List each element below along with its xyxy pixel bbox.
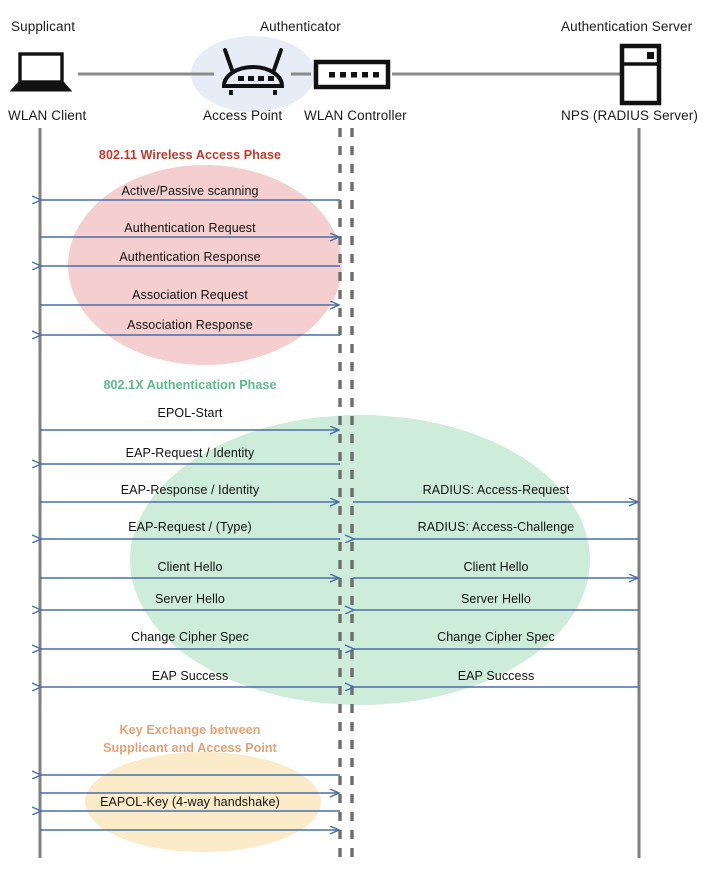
access-point-icon [221,48,285,95]
role-label-auth-server: Authentication Server [561,19,693,34]
phase-label-key-exchange-line2: Supplicant and Access Point [103,741,277,755]
message-label: RADIUS: Access-Challenge [417,520,575,534]
message-label: Authentication Request [124,221,256,235]
message-label: Association Response [127,318,253,332]
message-label: EAP-Request / Identity [125,446,255,460]
device-label-access-point: Access Point [203,108,283,123]
message-label: RADIUS: Access-Request [422,483,570,497]
message-label: Association Request [132,288,248,302]
message-label: Change Cipher Spec [437,630,555,644]
message-label: Authentication Response [119,250,261,264]
message-label: EPOL-Start [157,406,223,420]
message-label: EAP Success [151,669,229,683]
phase-label-dot1x: 802.1X Authentication Phase [103,378,277,392]
authenticator-ellipse [191,36,315,112]
message-label: Active/Passive scanning [121,184,259,198]
message-label: Client Hello [157,560,223,574]
phase-label-wireless-access: 802.11 Wireless Access Phase [98,148,282,162]
laptop-icon [9,52,73,92]
message-label: EAP Success [457,669,535,683]
message-label: Change Cipher Spec [131,630,249,644]
message-label: EAPOL-Key (4-way handshake) [100,795,280,809]
ellipse-dot1x-phase [130,415,590,705]
phase-label-key-exchange-line1: Key Exchange between [119,723,261,737]
message-label: Server Hello [155,592,225,606]
message-label: EAP-Request / (Type) [128,520,252,534]
message-label: Server Hello [461,592,531,606]
role-label-authenticator: Authenticator [260,19,341,34]
message-label: EAP-Response / Identity [120,483,260,497]
device-label-wlan-client: WLAN Client [8,108,87,123]
device-label-nps: NPS (RADIUS Server) [561,108,698,123]
server-icon [619,43,662,106]
ellipse-key-exchange [85,752,321,852]
role-label-supplicant: Supplicant [11,19,76,34]
wlan-controller-icon [313,59,391,90]
ellipse-wireless-phase [68,165,342,365]
message-label: Client Hello [463,560,529,574]
device-label-wlan-controller: WLAN Controller [304,108,407,123]
